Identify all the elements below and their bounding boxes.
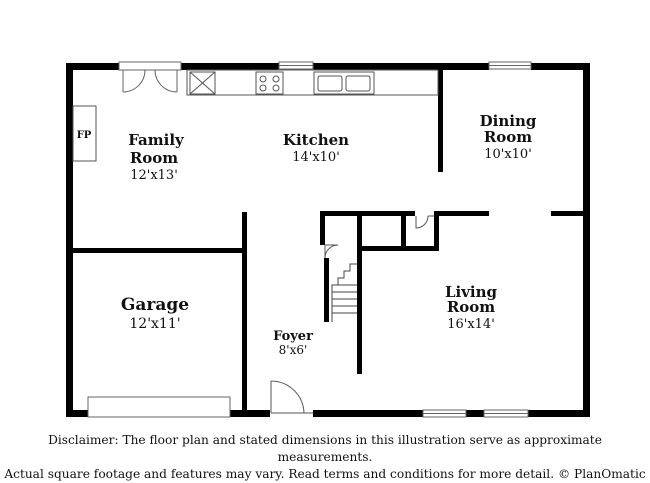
wall-dining-west bbox=[438, 70, 443, 172]
wall-bottom bbox=[66, 410, 590, 417]
foyer-name: Foyer bbox=[273, 329, 313, 344]
disclaimer: Disclaimer: The floor plan and stated di… bbox=[0, 432, 650, 483]
family-room-name-1: Family bbox=[128, 131, 185, 149]
wall-top bbox=[66, 63, 590, 70]
wall-closet-bottom bbox=[357, 246, 439, 251]
garage-name: Garage bbox=[121, 295, 189, 315]
exterior-walls bbox=[66, 63, 590, 417]
kitchen-counter bbox=[186, 69, 439, 96]
garage-dims: 12'x11' bbox=[129, 316, 180, 332]
kitchen-fixtures bbox=[186, 69, 439, 96]
family-room-dims: 12'x13' bbox=[130, 168, 178, 183]
wall-foyer-west-upper bbox=[242, 212, 247, 253]
dining-room-name-1: Dining bbox=[480, 112, 537, 130]
floor-plan: FP Family Room 12'x13' Kitchen 14'x10' D… bbox=[66, 61, 590, 418]
wall-living-west bbox=[357, 246, 362, 374]
windows bbox=[278, 61, 532, 418]
living-room-dims: 16'x14' bbox=[447, 317, 495, 332]
wall-right bbox=[583, 63, 590, 417]
room-garage: Garage 12'x11' bbox=[121, 295, 189, 332]
room-kitchen: Kitchen 14'x10' bbox=[283, 131, 349, 165]
dishwasher bbox=[189, 71, 216, 95]
family-room-name-2: Room bbox=[130, 149, 178, 167]
dining-room-dims: 10'x10' bbox=[484, 147, 532, 162]
interior-walls bbox=[73, 70, 583, 410]
wall-left bbox=[66, 63, 73, 417]
wall-stair-left bbox=[320, 211, 325, 245]
french-doors bbox=[118, 61, 182, 93]
wall-closet-top bbox=[434, 211, 489, 216]
kitchen-name: Kitchen bbox=[283, 131, 349, 149]
kitchen-dims: 14'x10' bbox=[292, 150, 340, 165]
fireplace-icon bbox=[72, 105, 97, 162]
wall-stair-left-lower bbox=[324, 258, 329, 322]
sink bbox=[313, 71, 375, 95]
room-family: Family Room 12'x13' bbox=[128, 131, 185, 183]
disclaimer-line-1: Disclaimer: The floor plan and stated di… bbox=[48, 433, 602, 464]
wall-stair-top bbox=[320, 211, 415, 216]
stove bbox=[255, 71, 284, 95]
garage-door bbox=[87, 396, 231, 418]
wall-closet-divider bbox=[401, 211, 406, 249]
stairs bbox=[331, 263, 357, 322]
dining-room-name-2: Room bbox=[484, 128, 532, 146]
room-living: Living Room 16'x14' bbox=[445, 283, 498, 332]
wall-foyer-west bbox=[242, 253, 247, 410]
living-room-name-1: Living bbox=[445, 283, 498, 301]
living-room-name-2: Room bbox=[447, 298, 495, 316]
exterior-openings bbox=[88, 62, 531, 418]
wall-closet-right bbox=[434, 211, 439, 249]
fireplace-label: FP bbox=[77, 130, 92, 141]
room-dining: Dining Room 10'x10' bbox=[480, 112, 537, 162]
wall-garage-top bbox=[73, 248, 247, 253]
closet-doors bbox=[324, 215, 434, 259]
foyer-dims: 8'x6' bbox=[279, 343, 308, 357]
disclaimer-line-2: Actual square footage and features may v… bbox=[4, 467, 646, 481]
wall-living-top-right bbox=[551, 211, 583, 216]
room-foyer: Foyer 8'x6' bbox=[273, 329, 313, 357]
front-door bbox=[270, 380, 313, 414]
